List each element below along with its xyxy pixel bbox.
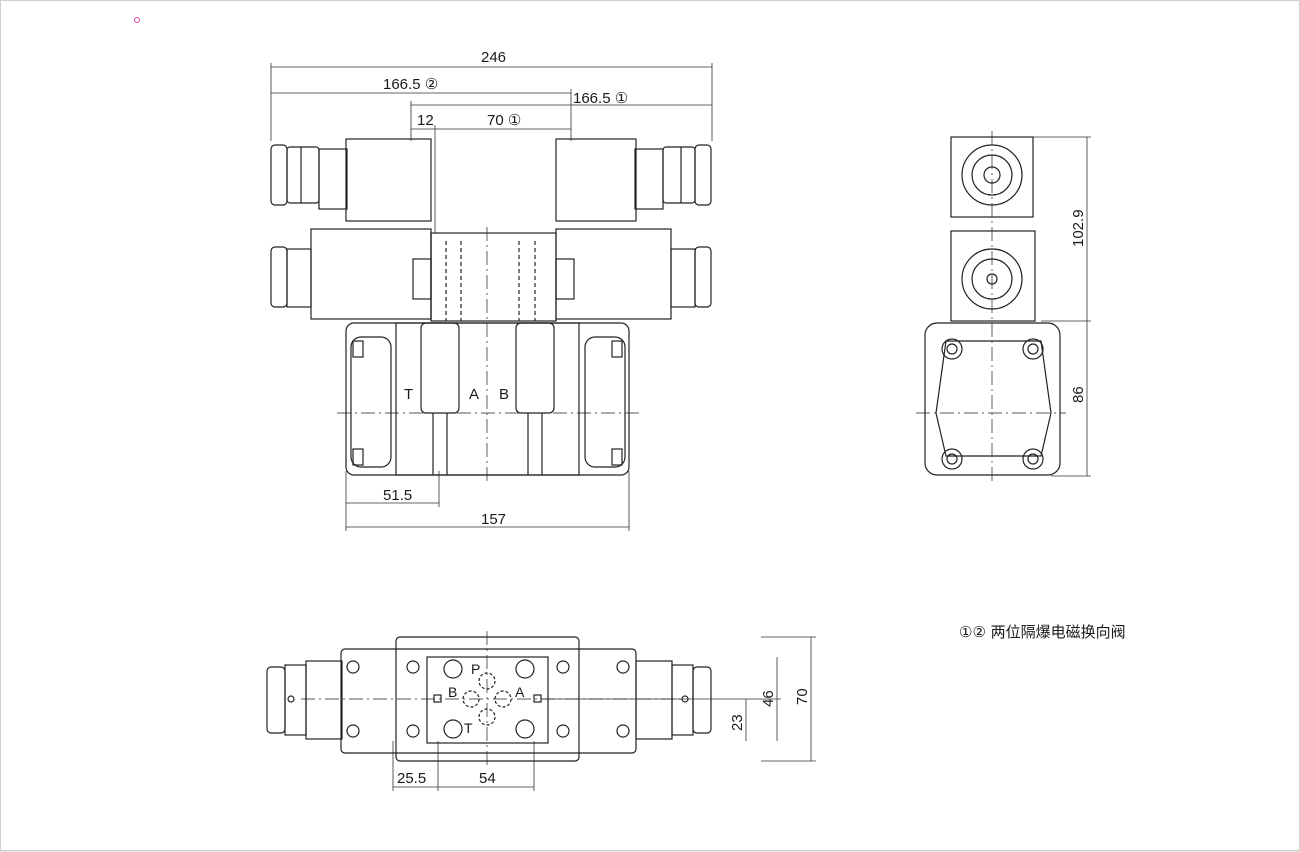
dim-offset-25-5: 25.5 <box>397 770 426 787</box>
right-solenoid <box>555 138 712 320</box>
corner-marker <box>134 17 140 23</box>
bottom-port-label-t: T <box>464 720 473 736</box>
dim-solenoid-1: 166.5 ① <box>573 90 628 107</box>
bottom-bolt-hole-2 <box>515 659 535 679</box>
bottom-left-connector <box>266 666 286 734</box>
bottom-bolt-hole-1 <box>443 659 463 679</box>
dim-overall-width: 246 <box>481 49 506 66</box>
legend-caption: ①② 两位隔爆电磁换向阀 <box>959 623 1126 641</box>
port-label-t: T <box>404 386 413 403</box>
dim-height-23: 23 <box>729 714 746 731</box>
bottom-right-connector <box>692 666 712 734</box>
side-valve-body <box>924 322 1061 476</box>
left-solenoid <box>270 138 432 320</box>
dim-port-t-51-5: 51.5 <box>383 487 412 504</box>
side-lower-solenoid <box>950 230 1036 322</box>
dim-height-70: 70 <box>794 688 811 705</box>
dim-solenoid-height: 102.9 <box>1070 209 1087 247</box>
dim-pitch-54: 54 <box>479 770 496 787</box>
dim-body-height: 86 <box>1070 386 1087 403</box>
pilot-block <box>412 232 575 322</box>
port-label-b: B <box>499 386 509 403</box>
bottom-port-label-p: P <box>471 661 480 677</box>
front-dimension-lines <box>270 63 713 531</box>
bottom-bolt-hole-3 <box>443 719 463 739</box>
dim-body-157: 157 <box>481 511 506 528</box>
bottom-mounting-face <box>426 656 549 744</box>
bottom-port-label-a: A <box>515 684 525 700</box>
dim-height-46: 46 <box>760 690 777 707</box>
side-view: 102.9 86 <box>916 131 1091 483</box>
port-label-a: A <box>469 386 479 403</box>
side-dimension-lines <box>1001 136 1091 477</box>
main-valve-body <box>337 227 641 483</box>
dim-offset-12: 12 <box>417 112 434 129</box>
dim-solenoid-2: 166.5 ② <box>383 76 438 93</box>
bottom-bolt-hole-4 <box>515 719 535 739</box>
bottom-port-label-b: B <box>448 684 457 700</box>
bottom-view: 70 46 23 25.5 54 <box>266 631 816 791</box>
dim-center-70: 70 ① <box>487 112 521 129</box>
front-view: 246 166.5 ② 166.5 ① 12 70 ① 51.5 157 <box>270 49 713 531</box>
